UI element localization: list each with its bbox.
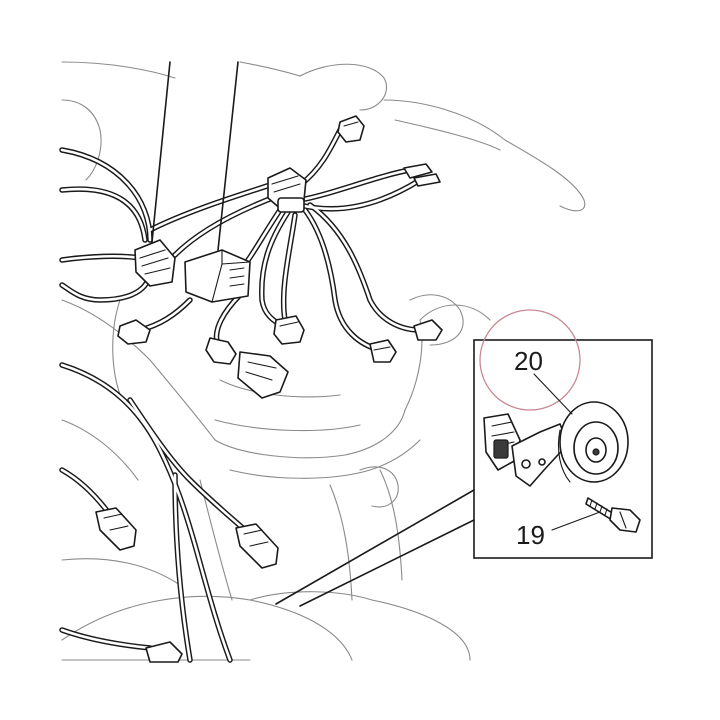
- connector-top-junction: [267, 167, 307, 213]
- connector-block-center: [184, 249, 251, 303]
- horn-bracket-icon: [511, 423, 569, 487]
- connector-sensor-lower: [205, 337, 289, 399]
- clip-nut-icon: [483, 413, 521, 471]
- part-label-bolt: 19: [516, 520, 545, 550]
- connector-plug-mid: [273, 315, 305, 345]
- bolt-icon: [585, 497, 641, 533]
- horn-icon: [557, 401, 629, 483]
- connector-small-top: [337, 115, 365, 143]
- wiring-harness-inner: [60, 128, 422, 662]
- leader-line-19: [551, 511, 601, 531]
- connector-plug-right: [413, 319, 443, 341]
- leader-line-left: [151, 61, 171, 243]
- part-label-horn: 20: [514, 346, 543, 376]
- wire-terminal-top-right: [403, 163, 441, 187]
- highlight-circle: [479, 309, 581, 411]
- connector-plug-bottom: [145, 641, 183, 663]
- leader-line-20: [533, 373, 573, 415]
- connector-multi-pin-left: [134, 239, 176, 287]
- connector-plug-left: [117, 319, 151, 345]
- connector-plug-bottom-left: [95, 507, 137, 551]
- connector-plug-lower: [369, 339, 397, 363]
- leader-line-right: [217, 61, 239, 251]
- connector-plug-bottom-mid: [235, 523, 279, 569]
